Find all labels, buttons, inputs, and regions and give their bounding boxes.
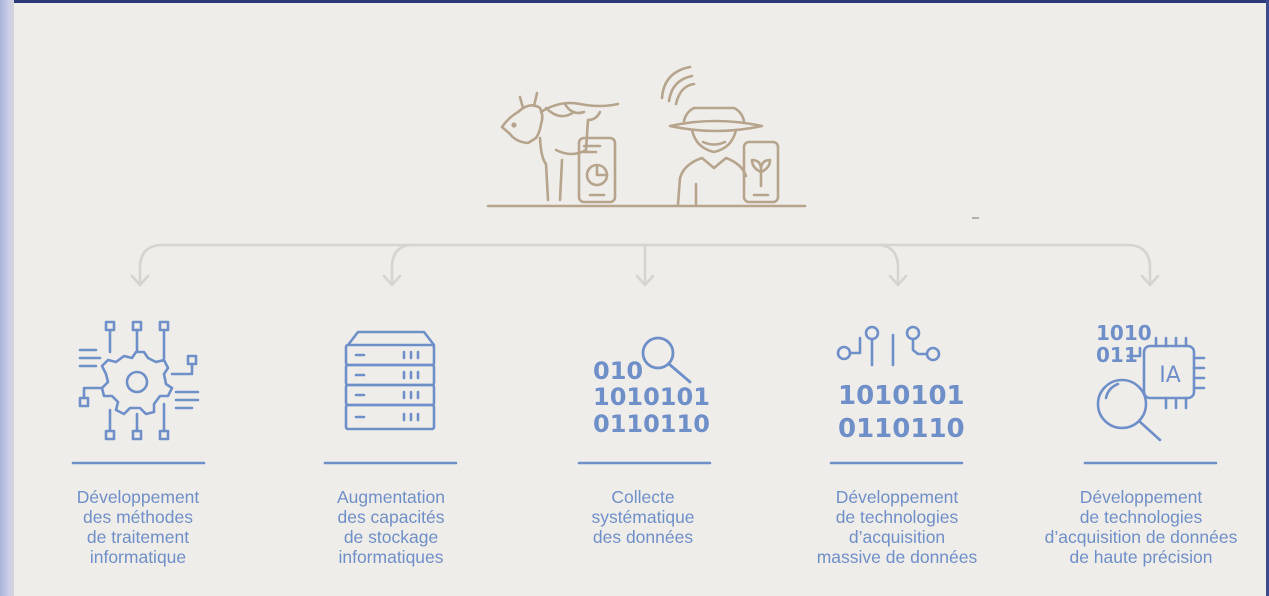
binary-line-1: 1010: [1096, 321, 1152, 345]
caption-collecte: Collecte systématique des données: [518, 487, 768, 547]
caption-line: de technologies: [1079, 507, 1203, 527]
binary-line-1: 1010101: [838, 381, 965, 411]
caption-line: de traitement: [86, 527, 190, 547]
caption-line: des données: [592, 527, 694, 547]
caption-line: Développement: [1079, 487, 1203, 507]
phone-chart-icon: [577, 136, 617, 204]
connector-tree: [130, 243, 1160, 287]
caption-acquisition-massive: Développement de technologies d’acquisit…: [772, 487, 1022, 567]
caption-line: d’acquisition de données: [1044, 527, 1238, 547]
gear-circuit-icon: [78, 320, 200, 441]
server-stack-icon: [344, 330, 436, 431]
caption-line: massive de données: [816, 547, 978, 567]
caption-line: Développement: [835, 487, 959, 507]
binary-search-icon: 010 1010101 0110110: [593, 336, 710, 438]
caption-line: Développement: [76, 487, 200, 507]
caption-line: informatiques: [338, 547, 444, 567]
caption-line: de technologies: [835, 507, 959, 527]
caption-line: Augmentation: [337, 487, 445, 507]
farm-illustration: [486, 65, 807, 208]
farmer-icon: [660, 65, 764, 206]
binary-line-2: 1010101: [593, 383, 710, 411]
caption-line: des méthodes: [83, 507, 193, 527]
caption-line: informatique: [89, 547, 187, 567]
caption-line: Collecte: [611, 487, 675, 507]
right-border: [1266, 0, 1269, 596]
binary-line-1: 010: [593, 357, 643, 385]
binary-line-2: 0110110: [838, 414, 965, 444]
left-border: [0, 0, 14, 596]
caption-line: des capacités: [337, 507, 445, 527]
caption-line: d’acquisition: [848, 527, 946, 547]
phone-plant-icon: [742, 140, 780, 204]
ia-label: IA: [1159, 363, 1181, 388]
caption-traitement: Développement des méthodes de traitement…: [13, 487, 263, 567]
caption-line: systématique: [591, 507, 695, 527]
caption-stockage: Augmentation des capacités de stockage i…: [266, 487, 516, 567]
cow-icon: [500, 91, 620, 202]
ai-chip-search-icon: 1010 011 IA: [1096, 321, 1206, 442]
binary-circuit-icon: 1010101 0110110: [836, 325, 965, 444]
top-border: [0, 0, 1269, 3]
caption-line: de stockage: [343, 527, 439, 547]
caption-haute-precision: Développement de technologies d’acquisit…: [1015, 487, 1267, 567]
diagram-panel: [14, 3, 1266, 596]
caption-line: de haute précision: [1069, 547, 1213, 567]
binary-line-3: 0110110: [593, 410, 710, 438]
